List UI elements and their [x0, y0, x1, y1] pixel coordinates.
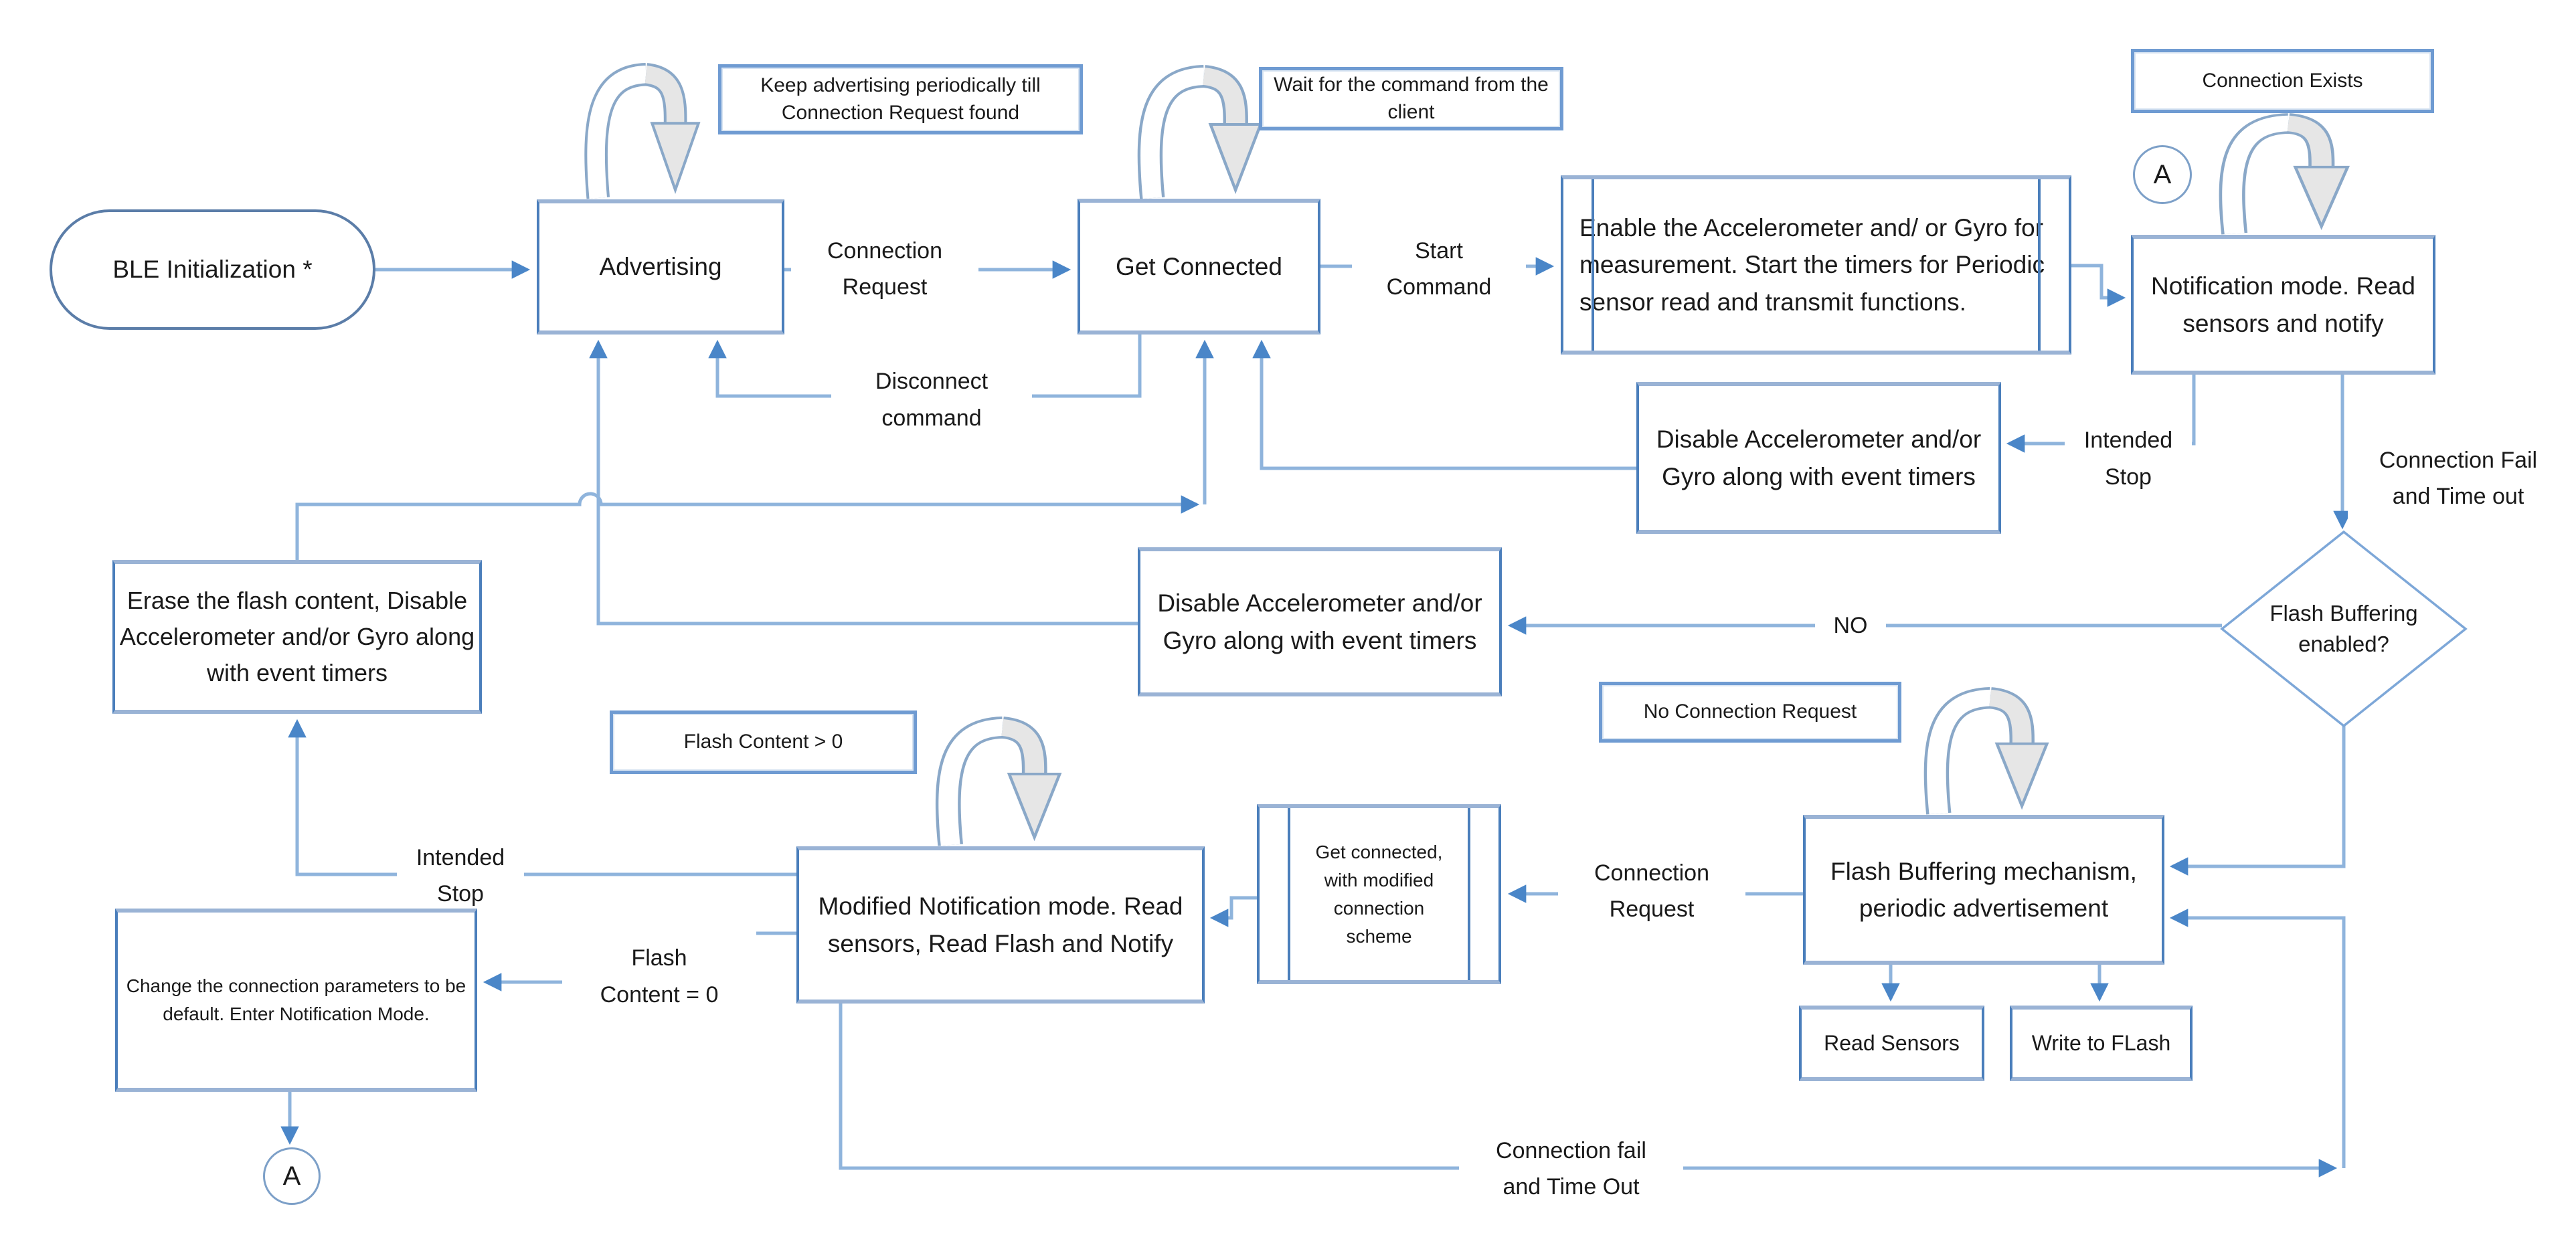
self-loop-get-connected [1150, 76, 1260, 198]
node-change-params: Change the connection parameters to be d… [115, 909, 477, 1092]
edge-label-disconnect-command: Disconnect command [831, 355, 1032, 445]
edge-modnotif-bottom-return [839, 1004, 2338, 1177]
node-disable-sensors-mid: Disable Accelerometer and/or Gyro along … [1138, 547, 1502, 696]
edge-label-connection-request: Connection Request [791, 222, 978, 316]
node-ble-initialization: BLE Initialization * [50, 209, 375, 330]
note-wait-command: Wait for the command from the client [1259, 67, 1563, 130]
node-disable-sensors-upper: Disable Accelerometer and/or Gyro along … [1636, 382, 2001, 534]
edge-label-intended-stop-top: Intended Stop [2065, 413, 2192, 504]
offpage-connector-a-bottom: A [263, 1147, 321, 1205]
node-enable-sensors: Enable the Accelerometer and/ or Gyro fo… [1579, 213, 2045, 316]
predefined-process-line-left [1288, 808, 1290, 980]
edge-label-connection-fail-bottom: Connection fail and Time Out [1459, 1123, 1683, 1215]
edge-label-intended-stop-left: Intended Stop [397, 832, 524, 920]
edge-label-connection-fail-top: Connection Fail and Time out [2348, 428, 2569, 529]
note-connection-exists: Connection Exists [2131, 49, 2434, 113]
node-get-connected: Get Connected [1078, 199, 1320, 335]
connectors [280, 257, 2352, 1177]
self-loop-advertising [596, 74, 699, 198]
offpage-connector-a-top: A [2133, 145, 2192, 204]
edge-modnotif-erase [288, 719, 796, 876]
note-keep-advertising: Keep advertising periodically till Conne… [718, 64, 1083, 134]
decision-flash-buffering [2220, 530, 2468, 728]
node-flash-buffering: Flash Buffering mechanism, periodic adve… [1803, 815, 2164, 965]
node-read-sensors: Read Sensors [1799, 1006, 1984, 1081]
predefined-process-line-right [1468, 808, 1470, 980]
note-flash-content-gt0: Flash Content > 0 [610, 710, 917, 774]
predefined-process-line-left [1592, 179, 1594, 351]
edge-label-no: NO [1815, 604, 1886, 647]
node-advertising: Advertising [537, 199, 784, 335]
self-loop-notification [2232, 123, 2348, 233]
node-notification-mode: Notification mode. Read sensors and noti… [2131, 235, 2435, 375]
edge-disablemid-advertising [589, 339, 1138, 626]
edge-getconnmod-modnotif [1209, 896, 1257, 927]
self-loop-flash-buffering [1936, 698, 2047, 814]
edge-label-flash-content-eq0: Flash Content = 0 [562, 931, 756, 1022]
node-get-connected-modified: Get connected, with modified connection … [1315, 841, 1443, 947]
edge-erase-corner [295, 492, 1200, 560]
edge-label-start-command: Start Command [1352, 222, 1526, 316]
node-erase-flash: Erase the flash content, Disable Acceler… [112, 560, 482, 714]
node-write-flash: Write to FLash [2010, 1006, 2193, 1081]
edge-return-flashbuffering [2169, 909, 2346, 1168]
self-loop-modified-notification [948, 727, 1060, 845]
edge-label-connection-request-2: Connection Request [1558, 844, 1745, 938]
edge-enable-notification [2071, 264, 2126, 307]
decision-flash-buffering-label: Flash Buffering enabled? [2269, 600, 2418, 656]
edge-disableupper-getconnected [1252, 339, 1636, 470]
node-modified-notification: Modified Notification mode. Read sensors… [796, 846, 1205, 1004]
note-no-connection-request: No Connection Request [1599, 682, 1901, 743]
predefined-process-line-right [2038, 179, 2041, 351]
edge-diamond-flashbuffering [2169, 726, 2346, 876]
